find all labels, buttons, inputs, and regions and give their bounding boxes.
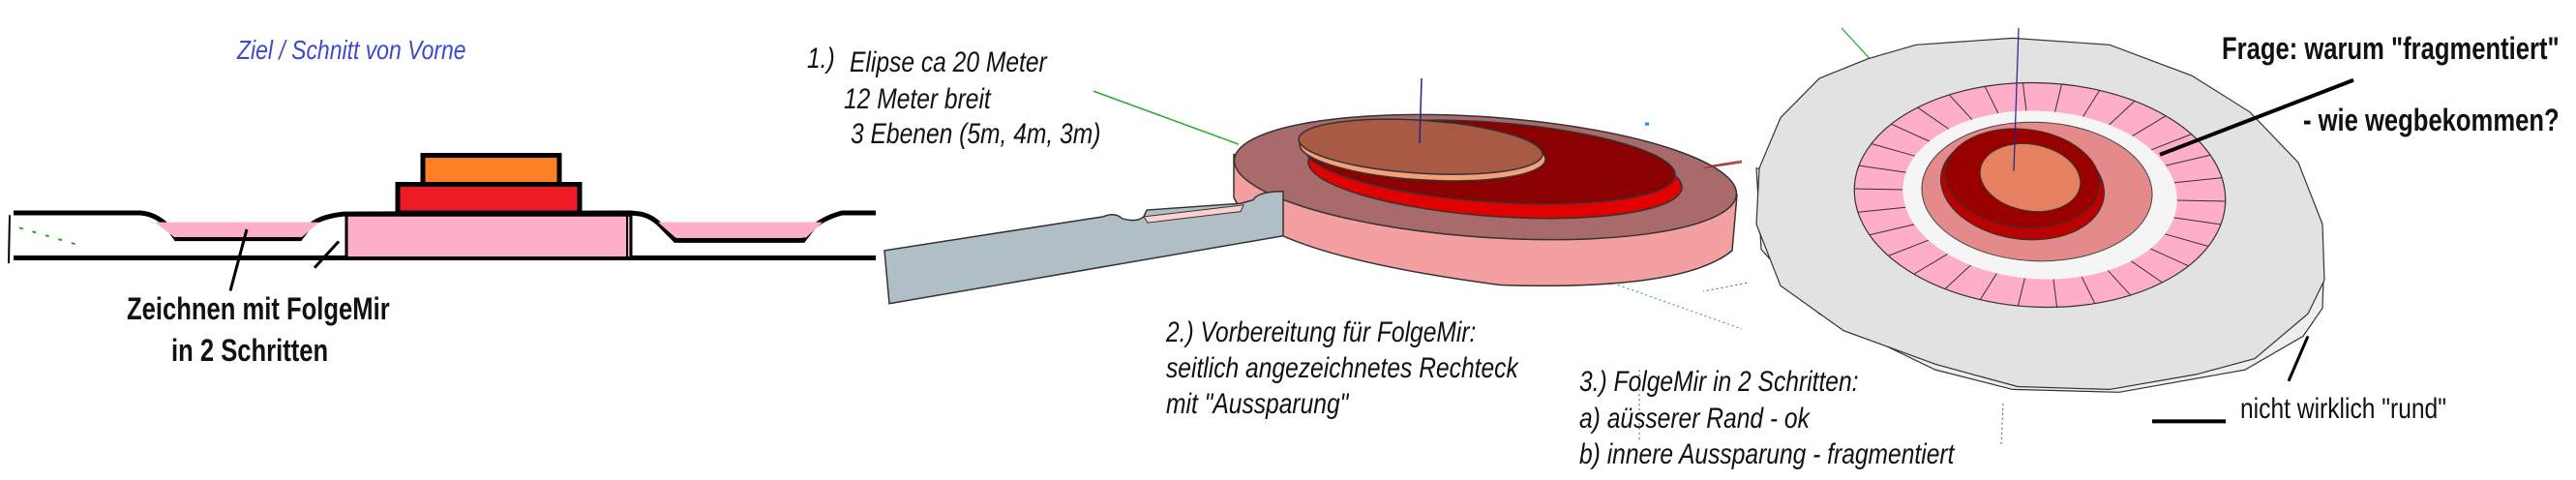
ring-segment-edge — [1872, 143, 1915, 156]
ring-segment-edge — [2022, 83, 2025, 111]
section-view-drawing — [9, 155, 876, 290]
ring-segment-edge — [1858, 207, 1905, 212]
step3-line1: 3.) FolgeMir in 2 Schritten: — [1579, 366, 1859, 398]
step2-line1: 2.) Vorbereitung für FolgeMir: — [1166, 316, 1477, 348]
top-layer-block — [423, 155, 559, 184]
step1-line1: Elipse ca 20 Meter — [850, 46, 1047, 78]
ring-segment-edge — [2151, 135, 2191, 150]
ring-segment-edge — [1891, 124, 1929, 141]
ring-segment-edge — [2108, 270, 2130, 295]
ring-segment-edge — [1870, 225, 1914, 235]
middle-layer-block — [398, 185, 580, 213]
ring-segment-edge — [1949, 95, 1971, 120]
ring-segment-edge — [1945, 265, 1970, 289]
section-caption-line2: in 2 Schritten — [171, 333, 329, 368]
ring-segment-edge — [2110, 101, 2135, 125]
ring-segment-edge — [2055, 84, 2062, 112]
step1-number: 1.) — [807, 43, 835, 75]
base-layer-block — [346, 215, 631, 257]
ring-segment-edge — [2053, 279, 2056, 307]
ring-segment-edge — [2082, 277, 2095, 304]
step1-line3: 3 Ebenen (5m, 4m, 3m) — [851, 118, 1101, 150]
not-round-note: nicht wirklich "rund" — [2240, 393, 2446, 425]
ring-segment-edge — [1859, 165, 1906, 172]
section-view-title: Ziel / Schnitt von Vorne — [237, 35, 466, 65]
step2-line3: mit "Aussparung" — [1166, 388, 1349, 420]
ring-segment-edge — [2018, 278, 2024, 306]
ring-segment-edge — [2166, 155, 2210, 165]
ring-segment-edge — [2173, 218, 2221, 225]
ring-segment-edge — [1918, 107, 1949, 129]
ring-segment-edge — [2165, 234, 2208, 247]
question-line2: - wie wegbekommen? — [2303, 103, 2560, 137]
ring-segment-edge — [1888, 240, 1928, 255]
ring-segment-edge — [2083, 90, 2100, 116]
ring-segment-edge — [2150, 249, 2188, 266]
question-line1: Frage: warum "fragmentiert" — [2222, 31, 2560, 66]
ring-segment-edge — [2131, 261, 2162, 283]
ring-segment-edge — [2177, 200, 2226, 201]
step1-line2: 12 Meter breit — [844, 83, 991, 115]
ring-segment-edge — [1914, 254, 1948, 274]
ring-segment-edge — [1985, 86, 1998, 113]
fragmented-disk-3d — [1639, 28, 2353, 445]
ellipse-model-3d — [884, 78, 1753, 329]
step3-line3: b) innere Aussparung - fragmentiert — [1579, 438, 1955, 470]
ring-segment-edge — [2174, 178, 2222, 183]
ring-segment-edge — [2132, 116, 2166, 136]
step2-line2: seitlich angezeichnetes Rechteck — [1166, 352, 1518, 384]
profile-rectangle — [884, 192, 1283, 304]
section-caption-line1: Zeichnen mit FolgeMir — [127, 291, 390, 326]
step3-line2: a) aüsserer Rand - ok — [1579, 403, 1810, 435]
ring-segment-edge — [1980, 273, 1996, 299]
ring-segment-edge — [1854, 189, 1902, 190]
